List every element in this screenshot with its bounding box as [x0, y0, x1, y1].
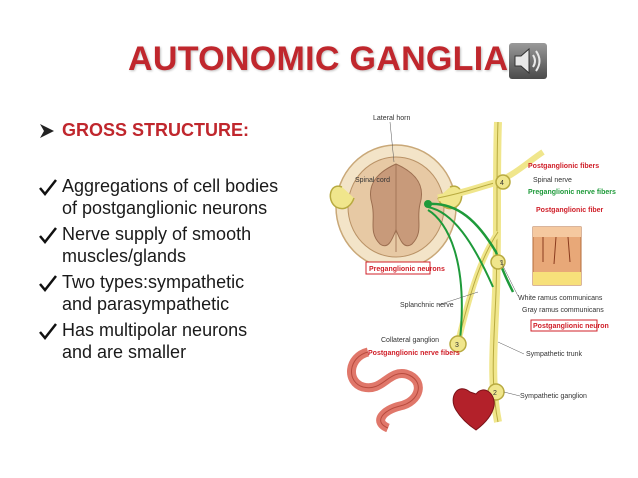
label-spinal-nerve: Spinal nerve	[533, 177, 572, 184]
number-2: 2	[493, 390, 497, 397]
checkmark-icon	[39, 275, 57, 292]
label-postganglionic-fiber: Postganglionic fiber	[536, 207, 604, 214]
ganglion-4-marker	[495, 174, 511, 190]
label-collateral-ganglion: Collateral ganglion	[381, 337, 439, 344]
heart-illustration	[452, 388, 495, 431]
checkmark-icon	[39, 323, 57, 340]
spinal-cord-illustration	[329, 144, 463, 270]
intestine-illustration	[347, 347, 423, 432]
label-sympathetic-ganglion: Sympathetic ganglion	[520, 393, 587, 400]
arrow-bullet-icon	[40, 123, 54, 138]
bullet-list: GROSS STRUCTURE: Aggregations of cell bo…	[38, 120, 338, 367]
label-postganglionic-neuron: Postganglionic neuron	[533, 323, 609, 330]
label-splanchnic-nerve: Splanchnic nerve	[400, 302, 454, 309]
label-spinal-cord: Spinal cord	[355, 177, 390, 184]
autonomic-ganglia-diagram: Lateral horn Spinal cord Postganglionic …	[329, 115, 616, 432]
label-lateral-horn: Lateral horn	[373, 115, 410, 122]
label-white-ramus: White ramus communicans	[518, 295, 603, 302]
checkmark-icon	[39, 227, 57, 244]
speaker-icon[interactable]	[508, 42, 548, 80]
label-preganglionic-nerve-fibers: Preganglionic nerve fibers	[528, 189, 616, 196]
number-3: 3	[455, 342, 459, 349]
number-4: 4	[500, 180, 504, 187]
heading-text: GROSS STRUCTURE:	[62, 120, 250, 140]
label-gray-ramus: Gray ramus communicans	[522, 307, 604, 314]
ganglion-1-marker	[490, 254, 506, 270]
ganglion-3-marker	[449, 335, 467, 353]
label-postganglionic-nerve-fibers: Postganglionic nerve fibers	[368, 350, 460, 357]
section-heading: GROSS STRUCTURE:	[38, 120, 338, 141]
slide-title: AUTONOMIC GANGLIA	[128, 40, 509, 78]
label-preganglionic-neurons: Preganglionic neurons	[369, 266, 445, 273]
label-postganglionic-fibers: Postganglionic fibers	[528, 163, 599, 170]
skin-illustration	[532, 226, 582, 286]
label-sympathetic-trunk: Sympathetic trunk	[526, 351, 583, 358]
checkmark-icon	[39, 179, 57, 196]
